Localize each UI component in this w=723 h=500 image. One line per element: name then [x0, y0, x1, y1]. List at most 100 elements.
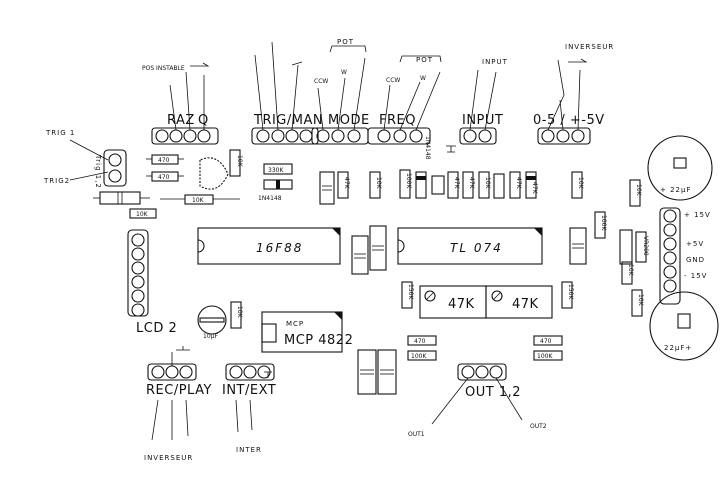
w2-label: W	[420, 75, 426, 82]
r-330k-label: 330K	[268, 167, 284, 174]
plus15-label: + 15V	[684, 211, 711, 219]
diode-2	[415, 171, 427, 199]
ic-mcp-label: MCP 4822	[284, 333, 353, 348]
r-10k-v4-label: 10K	[577, 177, 584, 190]
trig-man-connector	[251, 127, 319, 145]
lcd2-connector	[127, 229, 149, 317]
resistor-10k-v5	[621, 261, 633, 285]
capacitor-22uf-top	[647, 135, 713, 201]
r-47k-v3-label: 47K	[515, 177, 522, 190]
resistor-10k-v4	[571, 171, 583, 199]
pot1-bracket	[329, 45, 367, 53]
input-wire-label: INPUT	[482, 58, 508, 66]
out2-label: OUT2	[530, 423, 547, 430]
resistor-47k-mode	[337, 171, 349, 199]
r-10k-b-label: 10K	[192, 197, 205, 204]
pot2-label: POT	[416, 56, 433, 64]
trig12-connector	[103, 149, 127, 187]
r-470d-label: 470	[540, 338, 552, 345]
r-47k-v2-label: 47K	[468, 177, 475, 190]
trig12-label: Trig 1,2	[94, 154, 102, 189]
r-100k-v2-label: 100K	[600, 215, 607, 231]
resistor-47k-v2	[462, 171, 474, 199]
out12-connector	[457, 363, 507, 381]
pos-instable-label: POS INSTABLE	[142, 65, 185, 72]
r-10k-v7-label: 10K	[637, 294, 644, 307]
input-connector	[459, 127, 497, 145]
capacitor-small-2	[493, 173, 505, 199]
r-47k-label: 47K	[343, 177, 350, 190]
capacitor-mode	[319, 171, 335, 205]
rec-play-connector	[147, 363, 197, 381]
r-10k-v6-label: 10K	[635, 184, 642, 197]
capacitor-10uf	[197, 305, 227, 335]
resistor-10k-v6	[629, 179, 641, 207]
rec-play-wires	[151, 399, 189, 441]
ic-tl074-label: TL 074	[450, 241, 503, 255]
trig-wires	[69, 139, 109, 181]
resistor-150k	[401, 281, 413, 309]
raz-q-connector	[151, 127, 219, 145]
input-label: INPUT	[462, 113, 503, 128]
resistor-47k-v4	[525, 171, 537, 199]
capacitor-22uf-bottom	[649, 291, 719, 361]
inverseur-top-label: INVERSEUR	[565, 43, 614, 51]
minus15-label: - 15V	[684, 272, 707, 280]
range-label: 0-5 / +-5V	[533, 113, 605, 128]
out-wires	[431, 377, 523, 425]
resistor-470a	[146, 154, 184, 165]
rec-play-label: REC/PLAY	[146, 383, 212, 398]
raz-arrow	[190, 62, 210, 67]
r-47k-v1-label: 47K	[453, 177, 460, 190]
resistor-47k-v1	[447, 171, 459, 199]
trig-man-wires	[254, 41, 303, 131]
mode-connector	[311, 127, 369, 145]
freq-wires	[383, 71, 441, 131]
ic-mcp4822	[261, 311, 343, 353]
capacitor-small-1	[431, 175, 445, 195]
r-470a-label: 470	[158, 157, 170, 164]
r-10k-a-label: 10K	[136, 211, 149, 218]
int-ext-connector	[225, 363, 275, 381]
resistor-47k-v3	[509, 171, 521, 199]
mode-label: MODE	[328, 113, 370, 128]
resistor-100k-h2	[533, 350, 563, 361]
resistor-10k-v2	[369, 171, 381, 199]
resistor-10k-a	[129, 208, 157, 219]
range-wires	[547, 59, 581, 131]
diode-label-2: 1N4148	[424, 136, 431, 160]
int-ext-ground	[264, 371, 272, 378]
pot2-bracket	[399, 55, 442, 63]
resistor-100k-v1	[399, 169, 411, 199]
ic-16f88	[197, 227, 341, 265]
r-100k-h2-label: 100K	[537, 353, 553, 360]
r-47k-v4-label: 47K	[531, 182, 538, 195]
r-10k-lcd-label: 10K	[236, 306, 243, 319]
diode-1n4148	[263, 179, 293, 190]
plus5-label: +5V	[686, 240, 704, 248]
raz-label: RAZ	[167, 113, 195, 128]
capacitor-left	[93, 191, 150, 205]
w1-label: W	[341, 69, 347, 76]
cap-10uf-label: 10µF	[203, 333, 218, 340]
range-arrow	[568, 58, 588, 63]
trig-man-label: TRIG/MAN	[253, 113, 323, 128]
r-150k-label: 150K	[407, 284, 414, 300]
q-label: Q	[198, 113, 209, 128]
resistor-10k-v7	[631, 289, 643, 317]
ic-mcp-label-1: MCP	[286, 320, 304, 328]
cap-22uf-bottom-label: 22µF+	[664, 344, 692, 352]
ccw1-label: CCW	[314, 78, 328, 85]
rec-play-ground	[171, 346, 190, 366]
int-ext-wires	[235, 399, 253, 433]
mode-wires	[317, 57, 366, 131]
r-10k-v2-label: 10K	[375, 177, 382, 190]
resistor-100k-h1	[407, 350, 437, 361]
inter-label: INTER	[236, 446, 262, 454]
freq-connector	[367, 127, 431, 145]
reg-label: VR200	[642, 236, 649, 256]
r-150k-b-label: 150K	[567, 284, 574, 300]
regulator-vr200	[619, 229, 647, 265]
